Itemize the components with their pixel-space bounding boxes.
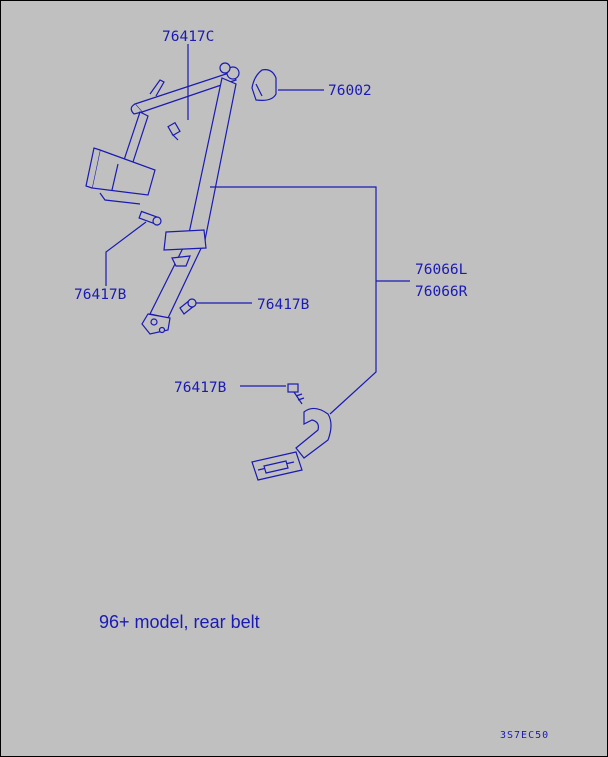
part-label-76066r: 76066R — [415, 284, 468, 300]
bolt-icon — [167, 121, 181, 141]
leader-lines — [105, 44, 410, 415]
trim-cover — [251, 69, 277, 101]
buckle-assembly — [251, 407, 332, 481]
diagram-caption: 96+ model, rear belt — [99, 612, 260, 632]
bolt-icon — [287, 383, 305, 405]
bolt-icon — [138, 210, 162, 226]
retractor-assembly — [85, 62, 240, 205]
shoulder-belt-webbing — [141, 77, 237, 335]
part-label-76417c: 76417C — [162, 29, 214, 45]
part-label-76002: 76002 — [328, 83, 372, 99]
part-label-76417b-lower: 76417B — [174, 380, 227, 396]
part-label-76066l: 76066L — [415, 262, 468, 278]
bolt-icon — [179, 298, 197, 315]
part-label-76417b-right: 76417B — [257, 297, 310, 313]
drawing-code: 3S7EC50 — [500, 730, 549, 741]
part-label-76417b-left: 76417B — [74, 287, 127, 303]
